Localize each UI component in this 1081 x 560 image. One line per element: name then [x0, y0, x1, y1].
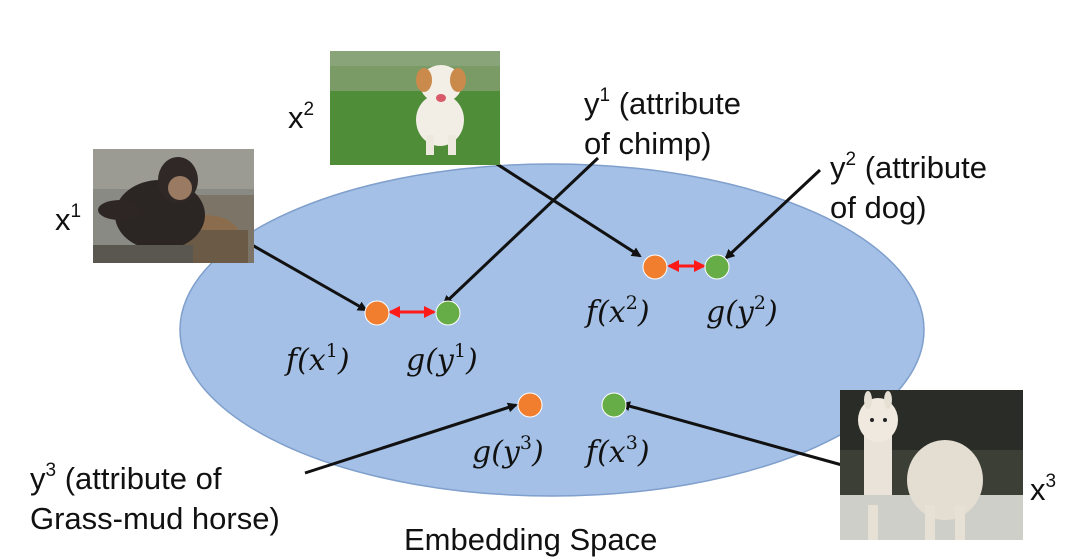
math-g-y1: g(y1): [406, 340, 478, 378]
point-g-y3: [517, 392, 543, 418]
arrow-y2-to-gy2: [724, 168, 822, 260]
label-x3: x3: [1030, 471, 1057, 507]
arrow-x3-to-fx3: [620, 401, 843, 467]
label-x1: x1: [55, 201, 82, 237]
embedding-space-ellipse: [179, 163, 925, 497]
math-f-x1: f(x1): [286, 340, 350, 378]
arrow-y3-to-gy3: [304, 402, 518, 475]
alpaca-photo: [840, 390, 1023, 540]
chimp-photo: [93, 149, 254, 263]
embedding-space-label: Embedding Space: [404, 522, 658, 557]
point-g-y1: [435, 300, 461, 326]
math-f-x3: f(x3): [586, 432, 650, 470]
arrow-y1-to-gy1: [442, 156, 600, 306]
dog-photo: [330, 51, 500, 165]
point-f-x1: [364, 300, 390, 326]
math-g-y3: g(y3): [472, 432, 544, 470]
arrow-x1-to-fx1: [237, 235, 368, 312]
point-f-x2: [642, 254, 668, 280]
point-g-y2: [704, 254, 730, 280]
math-g-y2: g(y2): [706, 292, 778, 330]
arrow-x2-to-fx2: [474, 148, 642, 258]
label-x2: x2: [288, 99, 315, 135]
point-f-x3: [601, 392, 627, 418]
embedding-diagram: [93, 51, 1023, 540]
math-f-x2: f(x2): [586, 292, 650, 330]
